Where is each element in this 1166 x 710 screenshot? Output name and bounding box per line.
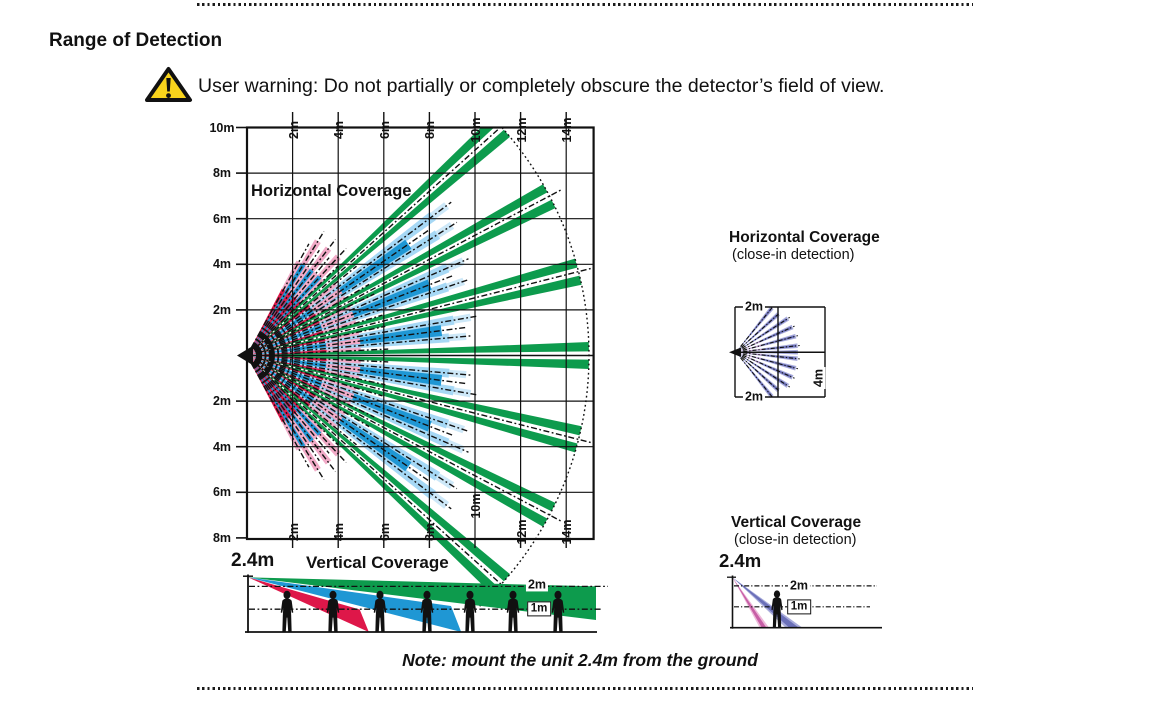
x-axis-label-bottom: 2m: [286, 522, 301, 542]
x-axis-label-top: 6m: [377, 120, 392, 140]
y-axis-label-down: 8m: [212, 530, 232, 545]
close-in-mount-height-label: 2.4m: [719, 550, 762, 571]
y-axis-label-down: 2m: [212, 394, 232, 409]
person-figure: [280, 590, 294, 633]
y-axis-label-up: 2m: [212, 302, 232, 317]
x-axis-label-bottom: 14m: [560, 519, 575, 545]
x-axis-label-bottom: 6m: [377, 522, 392, 542]
vertical-coverage-diagram: [243, 574, 608, 633]
close-in-horizontal-diagram: [738, 305, 800, 399]
x-axis-label-bottom: 4m: [332, 522, 347, 542]
page-title: Range of Detection: [49, 30, 223, 51]
mounting-note: Note: mount the unit 2.4m from the groun…: [402, 650, 758, 670]
user-warning-text: User warning: Do not partially or comple…: [198, 75, 885, 97]
bottom-dotted-rule: [197, 687, 973, 691]
detector-apex: [237, 345, 253, 366]
close-in-right-4m-label: 4m: [810, 366, 826, 390]
x-axis-label-top: 10m: [469, 117, 483, 143]
vertical-coverage-title: Vertical Coverage: [306, 553, 449, 572]
close-in-horizontal-subtitle: (close-in detection): [732, 247, 855, 263]
close-in-bottom-2m-label: 2m: [742, 389, 766, 404]
vertical-2m-line-label: 2m: [525, 577, 549, 592]
y-axis-label-up: 10m: [209, 120, 235, 135]
x-axis-label-top: 8m: [423, 120, 438, 140]
mount-height-label: 2.4m: [231, 550, 275, 571]
close-in-vertical-subtitle: (close-in detection): [734, 532, 857, 548]
close-in-vertical-title: Vertical Coverage: [731, 514, 862, 531]
close-in-vertical-1m-label: 1m: [787, 599, 811, 615]
vertical-1m-line-label: 1m: [527, 601, 551, 617]
y-axis-label-up: 4m: [212, 257, 232, 272]
x-axis-label-top: 4m: [332, 120, 347, 140]
y-axis-label-up: 6m: [212, 211, 232, 226]
horizontal-coverage-title: Horizontal Coverage: [251, 182, 412, 200]
y-axis-label-down: 6m: [212, 485, 232, 500]
x-axis-label-bottom: 12m: [514, 519, 529, 545]
x-axis-label-bottom: 8m: [423, 522, 438, 542]
y-axis-label-up: 8m: [212, 166, 232, 181]
x-axis-label-top: 12m: [514, 117, 529, 143]
horizontal-coverage-grid: [236, 112, 595, 609]
x-axis-label-top: 2m: [286, 120, 301, 140]
x-axis-label-top: 14m: [560, 117, 575, 143]
warning-icon: [145, 67, 192, 102]
close-in-vertical-2m-label: 2m: [787, 578, 811, 593]
close-in-top-2m-label: 2m: [742, 299, 766, 314]
close-in-horizontal-title: Horizontal Coverage: [729, 229, 880, 246]
y-axis-label-down: 4m: [212, 439, 232, 454]
range-arc-15m: [477, 127, 590, 609]
x-axis-label-bottom: 10m: [469, 493, 483, 519]
top-dotted-rule: [197, 3, 973, 7]
